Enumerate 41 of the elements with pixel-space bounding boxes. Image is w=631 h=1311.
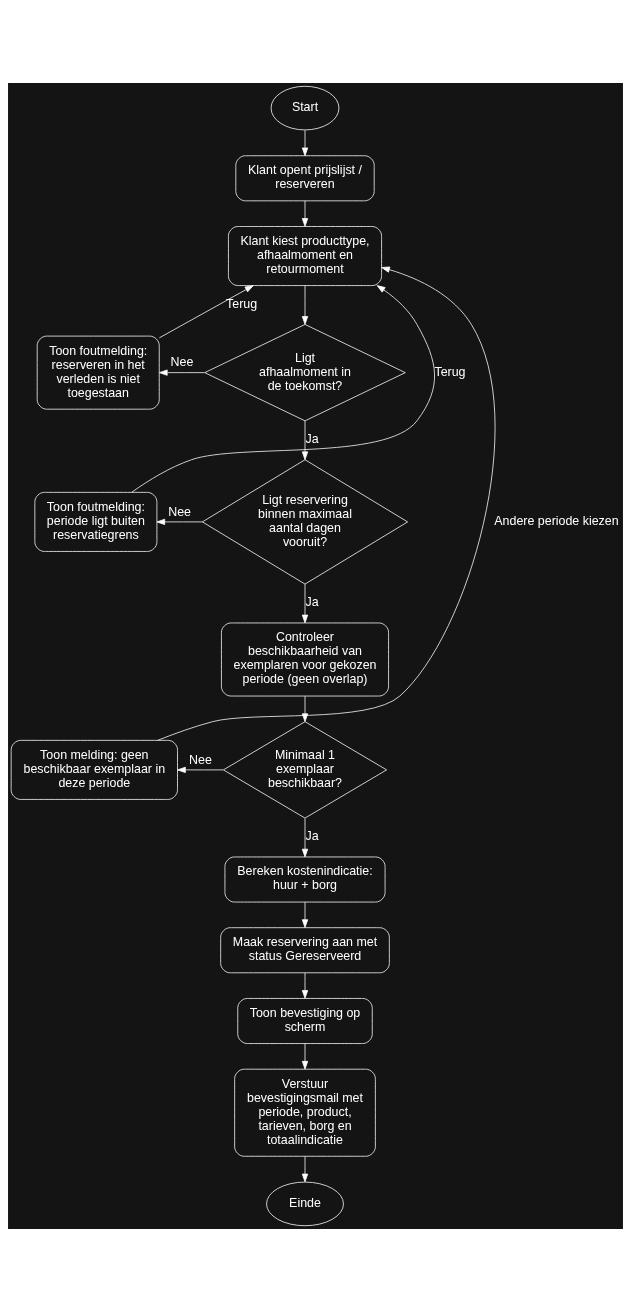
node-box: Toon melding: geen beschikbaar exemplaar in deze periode (10, 739, 178, 800)
node-ellipse: Einde (266, 1181, 344, 1226)
edge-label: Nee (170, 354, 194, 369)
arrow (301, 583, 309, 623)
node-diamond: Ligt afhaalmoment in de toekomst? (204, 323, 406, 421)
node-box: Toon bevestiging op scherm (237, 997, 373, 1044)
arrow (301, 1042, 309, 1070)
edge-label: Ja (305, 431, 319, 446)
arrow (157, 266, 496, 741)
arrow (156, 518, 203, 525)
node-ellipse: Start (270, 85, 340, 130)
arrow (301, 972, 309, 999)
node-box: Toon foutmelding: periode ligt buiten reservatiegrens (34, 491, 158, 552)
node-box: Controleer beschikbaarheid van exemplaren voor gekozen periode (geen overlap) (221, 622, 389, 696)
edge-label: Terug (434, 364, 466, 379)
arrow (158, 284, 254, 338)
arrow (301, 420, 309, 460)
edge-label: Nee (168, 504, 192, 519)
node-box: Toon foutmelding: reserveren in het verleden is niet toegestaan (36, 335, 160, 410)
arrow (177, 766, 224, 773)
arrow (301, 695, 309, 722)
arrow (301, 284, 309, 325)
node-diamond: Minimaal 1 exemplaar beschikbaar? (223, 720, 387, 818)
arrow (301, 200, 309, 227)
arrow (131, 284, 435, 493)
edge-label: Terug (226, 296, 258, 311)
node-diamond: Ligt reservering binnen maximaal aantal dagen vooruit? (202, 458, 408, 584)
edge-label: Ja (305, 828, 319, 843)
edge-label: Andere periode kiezen (494, 513, 619, 528)
arrow (301, 901, 309, 928)
arrow (301, 1155, 309, 1182)
node-box: Klant kiest producttype, afhaalmoment en retourmoment (228, 225, 382, 286)
edge-label: Ja (305, 594, 319, 609)
node-box: Verstuur bevestigingsmail met periode, product, tarieven, borg en totaalindicatie (234, 1068, 376, 1157)
arrow (301, 817, 309, 857)
node-box: Maak reservering aan met status Gereserveerd (220, 926, 390, 973)
node-box: Klant opent prijslijst / reserveren (235, 154, 375, 201)
arrow (301, 129, 309, 156)
node-box: Bereken kostenindicatie: huur + borg (224, 856, 386, 902)
arrow (159, 369, 205, 376)
edge-label: Nee (189, 752, 212, 767)
